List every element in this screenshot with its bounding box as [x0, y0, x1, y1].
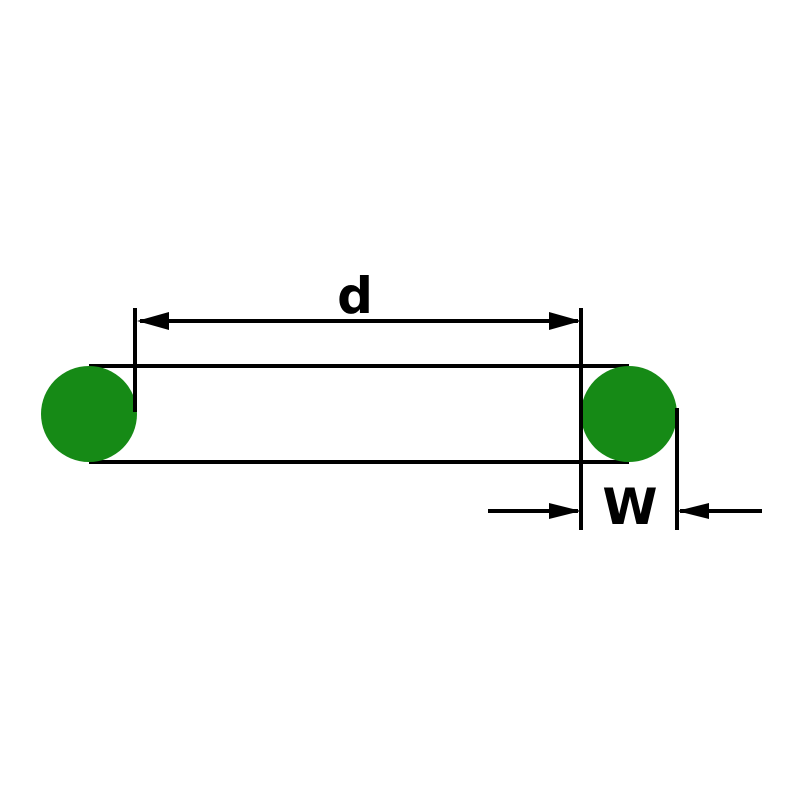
d-arrowhead-left-icon [137, 312, 169, 330]
oring-edges [89, 364, 629, 464]
arrowheads [137, 312, 709, 519]
w-arrowhead-right-icon [677, 503, 709, 519]
dimension-lines [133, 308, 762, 530]
dimension-labels: d W [337, 267, 657, 536]
oring-right-cross-section [581, 366, 677, 462]
w-arrowhead-left-icon [549, 503, 581, 519]
oring-left-cross-section [41, 366, 137, 462]
cross-section-width-label: W [602, 478, 657, 536]
d-arrowhead-right-icon [549, 312, 581, 330]
inner-diameter-label: d [337, 267, 373, 325]
